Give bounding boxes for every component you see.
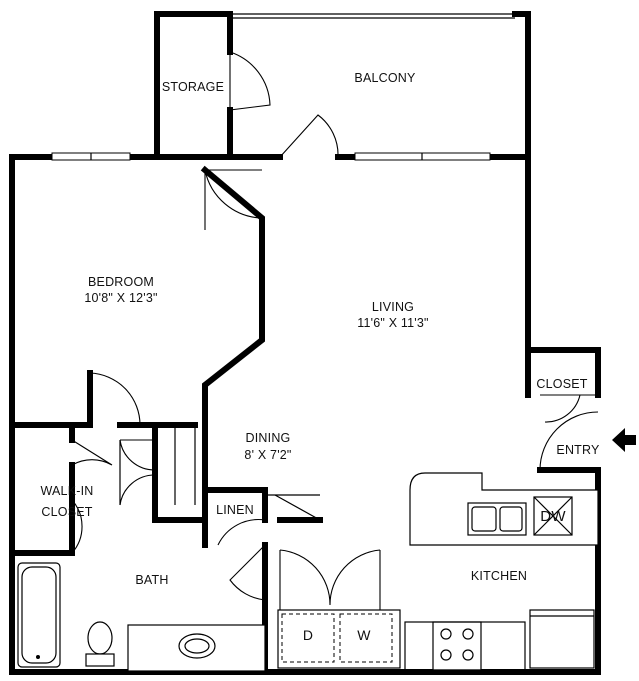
- dining-size: 8' X 7'2": [244, 448, 291, 462]
- walkin-closet-label-1: WALK-IN: [40, 484, 93, 498]
- doors: [71, 51, 599, 610]
- dining-label: DINING: [246, 431, 291, 445]
- bath-label: BATH: [135, 573, 168, 587]
- washer: [339, 613, 393, 663]
- linen-label: LINEN: [216, 503, 254, 517]
- room-labels: STORAGE BALCONY BEDROOM 10'8" X 12'3" LI…: [40, 71, 600, 643]
- dryer-label: D: [303, 627, 313, 643]
- windows: [51, 152, 491, 161]
- bath-fixtures: [17, 562, 266, 672]
- closet-label: CLOSET: [536, 377, 587, 391]
- range: [432, 621, 482, 671]
- walkin-closet-label-2: CLOSET: [41, 505, 92, 519]
- living-size: 11'6" X 11'3": [357, 316, 428, 330]
- kitchen-fixtures: [404, 472, 599, 671]
- bath-sink: [178, 633, 216, 659]
- storage-label: STORAGE: [162, 80, 224, 94]
- entry-arrow-icon: [612, 428, 636, 452]
- kitchen-sink: [467, 502, 527, 536]
- living-label: LIVING: [372, 300, 414, 314]
- laundry: [277, 609, 401, 669]
- refrigerator: [529, 609, 595, 669]
- kitchen-label: KITCHEN: [471, 569, 527, 583]
- dryer: [281, 613, 335, 663]
- balcony-label: BALCONY: [354, 71, 416, 85]
- bedroom-label: BEDROOM: [88, 275, 154, 289]
- dishwasher-label: DW: [540, 508, 566, 525]
- bedroom-size: 10'8" X 12'3": [84, 291, 157, 305]
- entry-label: ENTRY: [556, 443, 600, 457]
- washer-label: W: [357, 627, 371, 643]
- toilet: [87, 621, 113, 655]
- bathtub: [17, 562, 61, 668]
